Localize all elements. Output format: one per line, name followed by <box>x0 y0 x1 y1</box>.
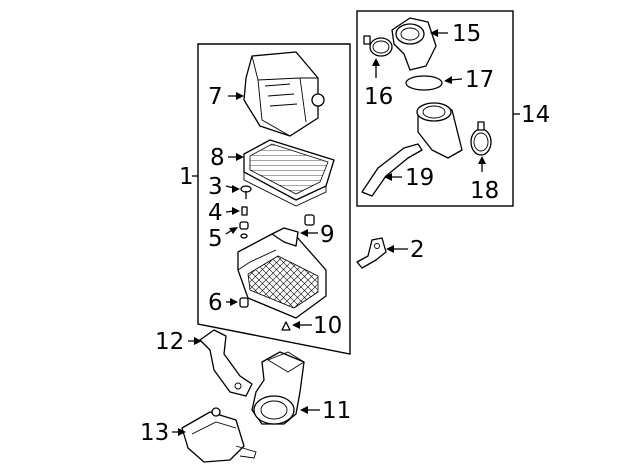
mount-insulator <box>304 214 315 226</box>
callout-1: 1 <box>179 164 194 190</box>
air-inlet-duct <box>251 351 305 425</box>
callout-10: 10 <box>313 313 342 339</box>
lower-housing <box>237 227 327 319</box>
bolt <box>240 185 252 199</box>
hose-clamp-18 <box>470 121 492 156</box>
hose-clamp-16 <box>363 35 393 57</box>
callout-9: 9 <box>320 222 335 248</box>
callout-14: 14 <box>521 102 550 128</box>
callout-11: 11 <box>322 398 351 424</box>
clamp-ring-17 <box>405 75 443 91</box>
callout-18: 18 <box>470 178 499 204</box>
callout-2: 2 <box>410 237 425 263</box>
duct-bracket <box>199 329 253 397</box>
callout-16: 16 <box>364 84 393 110</box>
callout-15: 15 <box>452 21 481 47</box>
callout-3: 3 <box>208 174 223 200</box>
intake-hose-group-box <box>356 10 514 207</box>
upper-housing-cover <box>243 51 325 137</box>
resonator <box>181 407 257 463</box>
breather-hose <box>361 143 423 197</box>
callout-8: 8 <box>210 145 225 171</box>
air-cleaner-assembly-box <box>197 43 351 355</box>
callout-19: 19 <box>405 165 434 191</box>
grommet-lower <box>239 297 249 308</box>
intake-duct-elbow <box>416 102 463 159</box>
leader-arrows <box>172 29 486 436</box>
grommet-upper <box>239 221 249 239</box>
callout-17: 17 <box>465 67 494 93</box>
bushing <box>241 206 248 216</box>
mounting-bracket <box>356 237 387 269</box>
intake-hose <box>391 17 437 71</box>
callout-5: 5 <box>208 226 223 252</box>
callout-6: 6 <box>208 290 223 316</box>
callout-13: 13 <box>140 420 169 446</box>
callout-7: 7 <box>208 84 223 110</box>
clip <box>281 321 291 331</box>
callout-12: 12 <box>155 329 184 355</box>
callout-4: 4 <box>208 200 223 226</box>
filter-element <box>243 139 335 207</box>
